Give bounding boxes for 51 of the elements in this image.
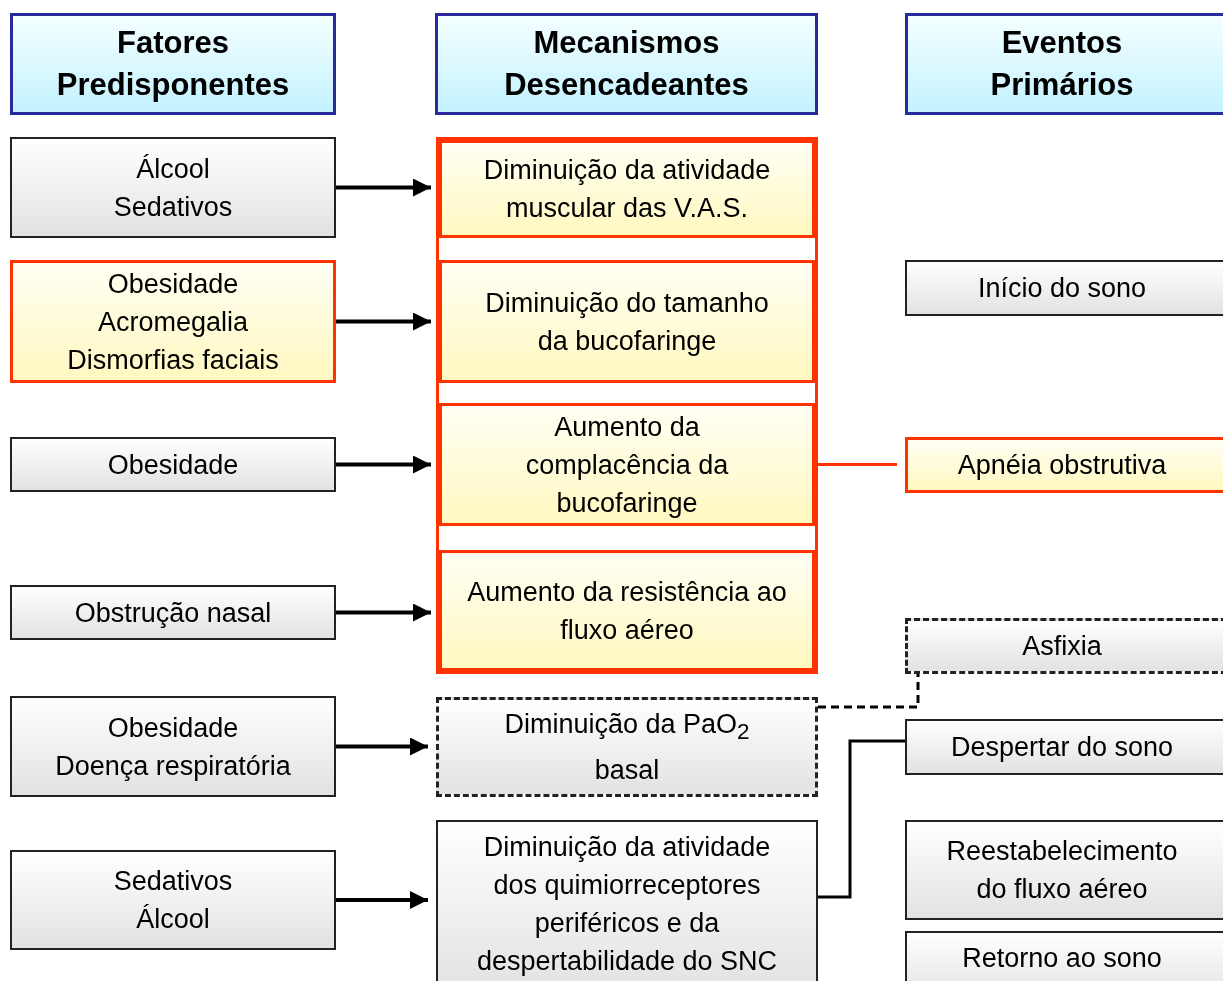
arrow xyxy=(336,891,428,909)
process-box xyxy=(439,403,815,526)
process-box xyxy=(10,437,336,492)
process-box xyxy=(905,437,1223,493)
box-text: Diminuição do tamanho da bucofaringe xyxy=(485,286,769,358)
box-text: Diminuição da atividade muscular das V.A.S. xyxy=(483,154,771,225)
box-text: Asfixia xyxy=(1022,630,1102,663)
box-text: Sedativos Álcool xyxy=(113,865,233,936)
process-box xyxy=(905,719,1223,775)
column-header xyxy=(10,13,336,115)
box-text: Mecanismos Desencadeantes xyxy=(504,24,749,104)
arrow xyxy=(336,455,431,474)
box-text: Obstrução nasal xyxy=(74,596,272,630)
connector-line xyxy=(818,739,905,899)
arrow xyxy=(336,737,428,756)
process-box xyxy=(10,260,336,383)
box-text: Reestabelecimento do fluxo aéreo xyxy=(946,835,1178,906)
arrow xyxy=(336,178,431,197)
box-text: Fatores Predisponentes xyxy=(56,24,290,104)
connector-line xyxy=(818,674,920,709)
process-box xyxy=(439,550,815,671)
group-frame xyxy=(436,137,818,674)
box-text: Início do sono xyxy=(977,272,1147,305)
column-header xyxy=(905,13,1223,115)
process-box xyxy=(905,820,1223,920)
arrow xyxy=(336,312,431,331)
process-box xyxy=(905,260,1223,316)
process-box xyxy=(436,697,818,797)
box-text: Obesidade Doença respiratória xyxy=(55,711,291,783)
process-box xyxy=(905,618,1223,674)
box-text: Aumento da resistência ao fluxo aéreo xyxy=(467,575,787,647)
box-text: Aumento da complacência da bucofaringe xyxy=(525,410,729,520)
process-box xyxy=(10,585,336,640)
process-box xyxy=(10,137,336,238)
process-box xyxy=(436,820,818,981)
arrow xyxy=(336,603,431,622)
box-text: Diminuição da atividade dos quimiorreceptores periféricos e da despertabilidade do SNC xyxy=(476,831,778,978)
process-box xyxy=(10,850,336,950)
box-text: Apnéia obstrutiva xyxy=(957,449,1167,482)
column-header xyxy=(435,13,818,115)
process-box xyxy=(439,140,815,238)
box-text: Retorno ao sono xyxy=(962,942,1162,975)
connector-line xyxy=(815,463,897,466)
box-text: Diminuição da PaO$_{2}$ basal xyxy=(504,707,750,788)
box-text: Eventos Primários xyxy=(990,24,1134,104)
box-text: Obesidade Acromegalia Dismorfias faciais xyxy=(67,267,279,377)
box-text: Álcool Sedativos xyxy=(113,152,233,224)
process-box xyxy=(439,260,815,383)
process-box xyxy=(10,696,336,797)
box-text: Obesidade xyxy=(107,448,239,482)
box-text: Despertar do sono xyxy=(950,731,1174,764)
